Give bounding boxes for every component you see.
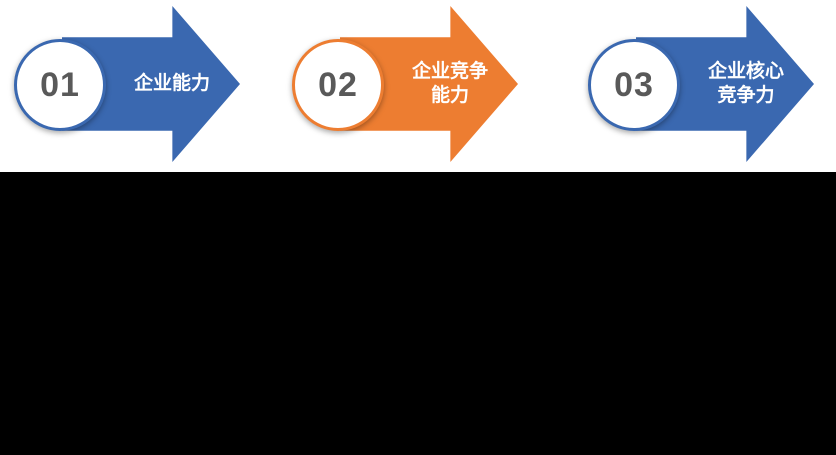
- step-1-enterprise-capability: 01 企业能力: [14, 6, 249, 166]
- step-number-circle: 01: [14, 39, 106, 131]
- step-label: 企业核心 竞争力: [707, 61, 784, 106]
- step-number: 03: [614, 65, 654, 104]
- step-number: 01: [40, 65, 80, 104]
- step-3-enterprise-core-competitiveness: 03 企业核心 竞争力: [588, 6, 823, 166]
- step-label: 企业能力: [133, 73, 210, 95]
- step-number-circle: 02: [292, 39, 384, 131]
- step-label: 企业竞争 能力: [411, 61, 488, 106]
- step-2-enterprise-competitive-capability: 02 企业竞争 能力: [292, 6, 527, 166]
- step-number: 02: [318, 65, 358, 104]
- step-number-circle: 03: [588, 39, 680, 131]
